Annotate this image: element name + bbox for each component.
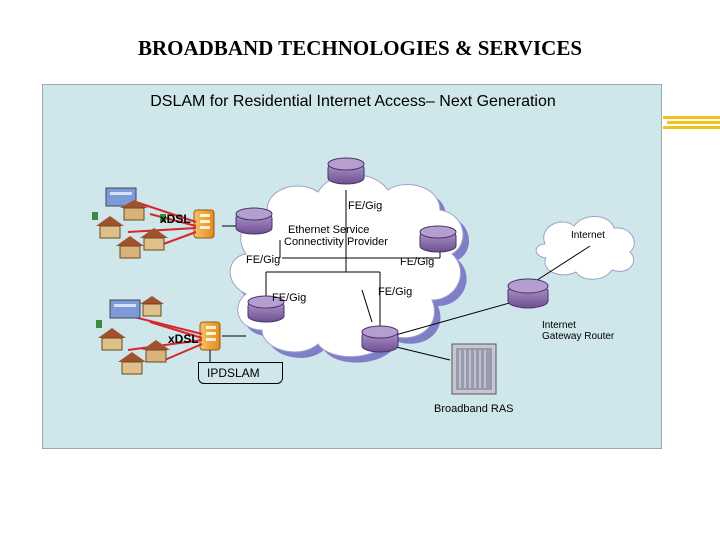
router-lower-right: [361, 325, 399, 353]
broadband-ras-chassis: [451, 343, 497, 395]
router-top: [327, 157, 365, 185]
internet-cloud: [535, 216, 635, 280]
router-lower-left: [247, 295, 285, 323]
core-links: [222, 190, 591, 361]
fe-gig-label-right: FE/Gig: [400, 256, 435, 268]
diagram-title: DSLAM for Residential Internet Access– N…: [150, 93, 556, 110]
fe-gig-label-lower-right: FE/Gig: [378, 286, 413, 298]
ipdslam-label: IPDSLAM: [198, 362, 283, 384]
fe-gig-label-lower-left: FE/Gig: [272, 292, 307, 304]
dslam-bottom: [199, 321, 221, 351]
esp-label-line1: Ethernet Service: [288, 224, 370, 236]
broadband-ras-label: Broadband RAS: [434, 403, 514, 415]
gateway-router-label-line2: Gateway Router: [542, 331, 615, 342]
esp-label-line2: Connectivity Provider: [284, 236, 388, 248]
slide-title: BROADBAND TECHNOLOGIES & SERVICES: [137, 36, 583, 60]
fe-gig-label-top: FE/Gig: [348, 200, 383, 212]
xdsl-label-bottom: xDSL: [168, 332, 199, 346]
xdsl-label-top: xDSL: [160, 212, 191, 226]
residential-buildings-bottom: [96, 296, 170, 375]
gateway-router-label-line1: Internet: [542, 320, 576, 331]
router-left: [235, 207, 273, 235]
internet-gateway-router: [507, 278, 549, 309]
accent-stripes: [663, 116, 720, 129]
dslam-top: [193, 209, 215, 239]
router-right: [419, 225, 457, 253]
dsl-links-bottom: [127, 315, 203, 363]
internet-label: Internet: [571, 230, 605, 241]
residential-buildings-top: [92, 187, 168, 259]
fe-gig-label-left: FE/Gig: [246, 254, 281, 266]
